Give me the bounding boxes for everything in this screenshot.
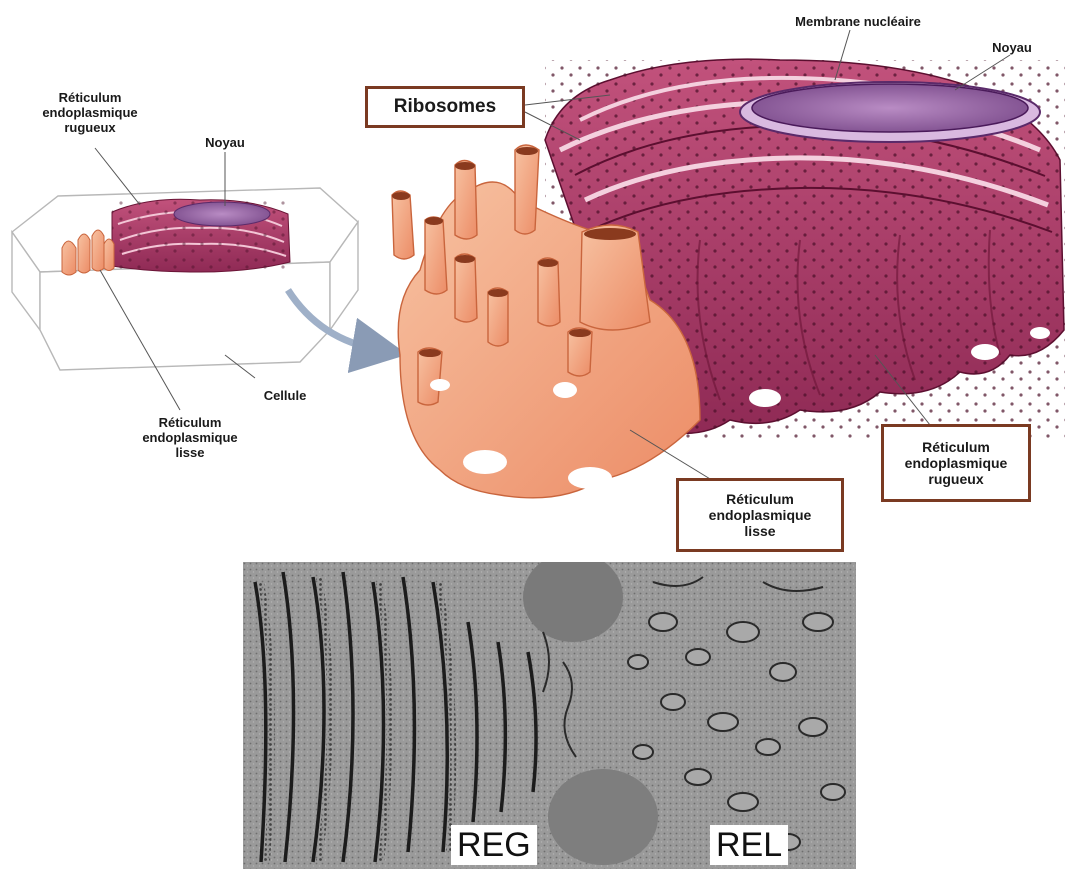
label-small-nucleus: Noyau [195, 135, 255, 150]
label-ribosomes: Ribosomes [365, 86, 525, 128]
label-small-rough-er: Réticulum endoplasmique rugueux [20, 90, 160, 135]
electron-micrograph: REG REL [243, 562, 856, 869]
nucleus [740, 82, 1040, 142]
label-large-smooth-er: Réticulum endoplasmique lisse [676, 478, 844, 552]
small-rough-er [112, 199, 290, 272]
label-nuclear-membrane: Membrane nucléaire [778, 14, 938, 29]
micrograph-texture [243, 562, 856, 869]
label-large-nucleus: Noyau [982, 40, 1042, 55]
micrograph-label-rel: REL [710, 825, 788, 865]
label-large-rough-er: Réticulum endoplasmique rugueux [881, 424, 1031, 502]
label-small-smooth-er: Réticulum endoplasmique lisse [120, 415, 260, 460]
label-cell: Cellule [250, 388, 320, 403]
micrograph-label-reg: REG [451, 825, 537, 865]
